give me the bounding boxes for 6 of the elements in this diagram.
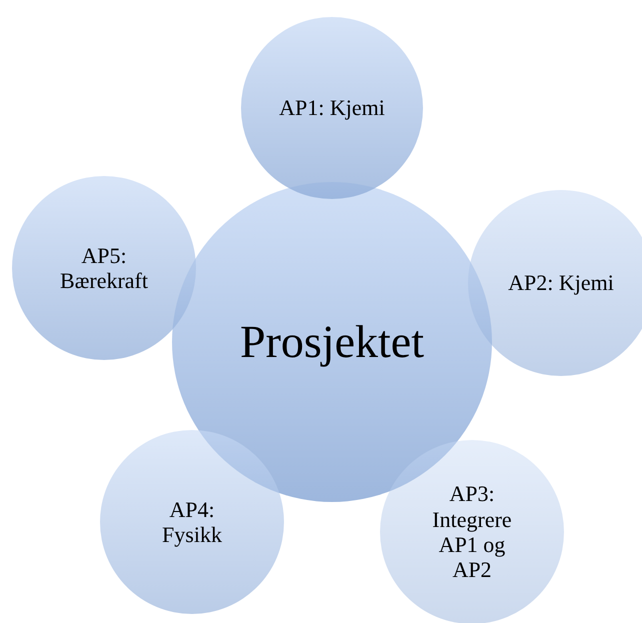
- node-label: AP3: Integrere AP1 og AP2: [431, 481, 513, 583]
- node-label: AP1: Kjemi: [279, 95, 385, 121]
- node-label: AP5: Bærekraft: [59, 242, 149, 294]
- node-label: AP4: Fysikk: [161, 496, 223, 548]
- node-label: AP2: Kjemi: [508, 270, 614, 296]
- node-label: Prosjektet: [240, 316, 424, 368]
